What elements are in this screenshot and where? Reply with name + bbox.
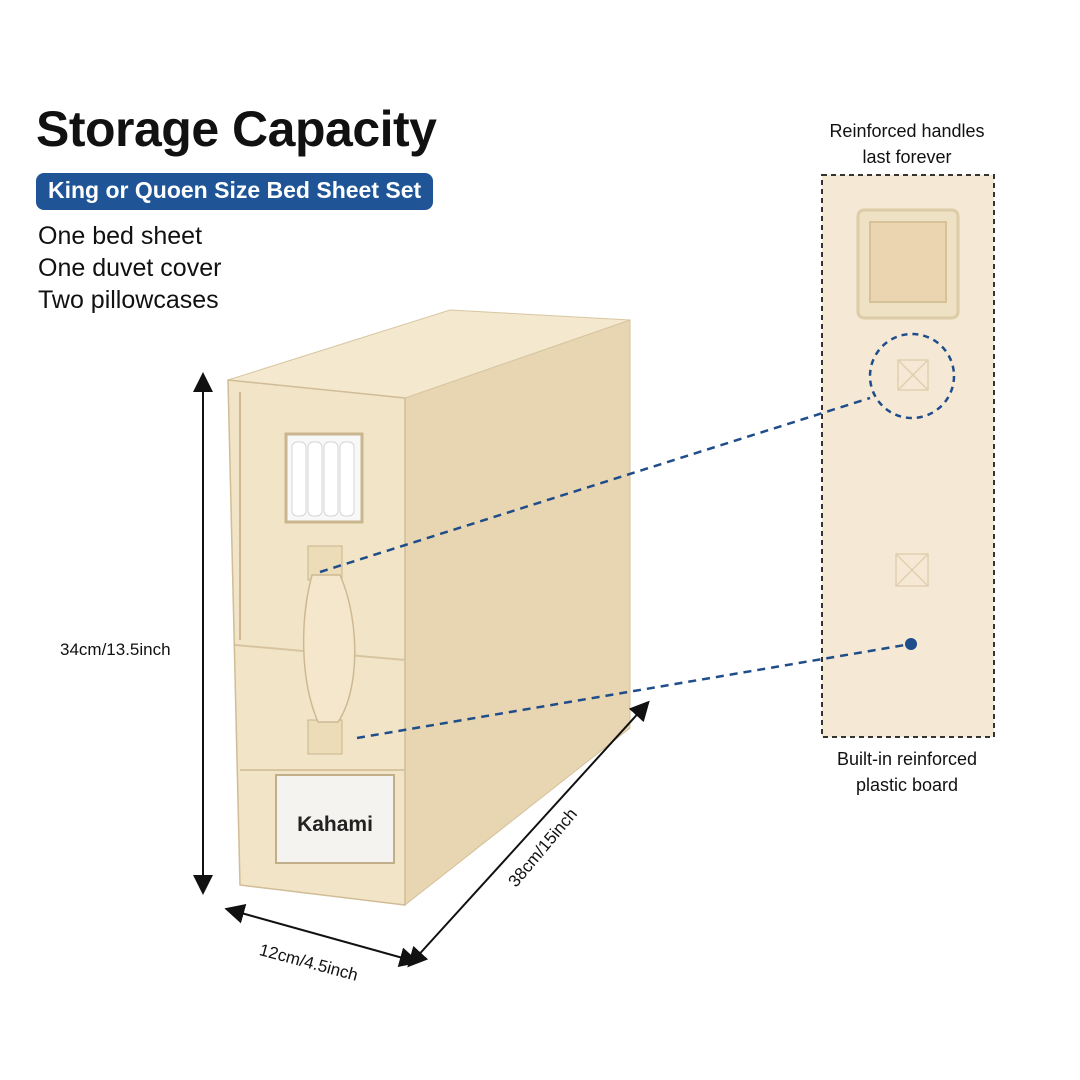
width-dimension-arrow <box>224 904 420 967</box>
contents-item: Two pillowcases <box>38 286 219 314</box>
contents-list: One bed sheet One duvet cover Two pillow… <box>38 220 221 316</box>
handle-loop <box>302 574 356 723</box>
height-label: 34cm/13.5inch <box>60 640 171 659</box>
board-caption: Built-in reinforced plastic board <box>836 749 978 795</box>
handle-strap-bottom <box>307 719 343 755</box>
contents-item: One bed sheet <box>38 222 203 250</box>
page-title: Storage Capacity <box>36 101 437 157</box>
box-side-face <box>404 319 631 907</box>
handle-leader-line <box>319 396 871 574</box>
contents-item: One duvet cover <box>38 254 222 282</box>
depth-dimension-arrow <box>407 700 650 968</box>
board-leader-line <box>356 643 906 740</box>
bed-size-badge: King or Quoen Size Bed Sheet Set <box>36 173 434 210</box>
callout-dot <box>905 638 917 650</box>
label-holder <box>275 774 395 864</box>
handle-caption: Reinforced handles last forever <box>829 121 985 167</box>
callout-circle <box>868 332 956 420</box>
brand-label: Kahami <box>297 813 373 836</box>
